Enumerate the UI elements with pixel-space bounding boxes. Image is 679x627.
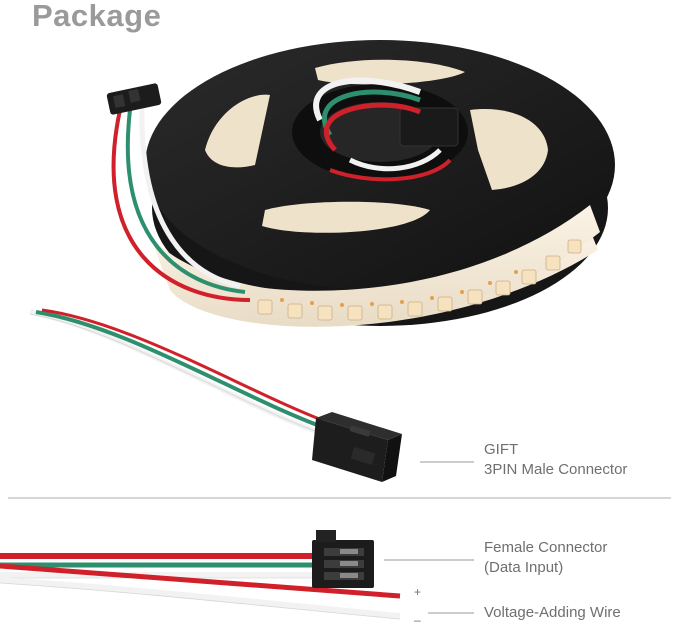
gift-label-line2: 3PIN Male Connector	[484, 461, 628, 478]
3pin-male-connector-image	[29, 308, 402, 482]
female-connector-label-line2: (Data Input)	[484, 559, 564, 576]
voltage-adding-wire-label: Voltage-Adding Wire	[484, 604, 621, 621]
female-connector-label-line1: Female Connector	[484, 539, 608, 556]
reel-window-right	[470, 109, 548, 190]
plus-sign: +	[414, 585, 422, 599]
female-connector-label: Female Connector (Data Input)	[484, 538, 607, 578]
strip-end-connector	[106, 83, 162, 115]
minus-sign: –	[414, 613, 421, 627]
female-connector-image	[0, 530, 401, 620]
reel-window-bottom	[262, 201, 430, 233]
led-chips	[257, 239, 582, 321]
gift-label-line1: GIFT	[484, 441, 519, 458]
page-title: Package	[32, 0, 162, 33]
led-strip-reel-image	[106, 40, 615, 327]
led-strip-front	[245, 205, 600, 326]
gift-label: GIFT 3PIN Male Connector	[484, 440, 627, 480]
reel-window-left	[205, 94, 270, 168]
